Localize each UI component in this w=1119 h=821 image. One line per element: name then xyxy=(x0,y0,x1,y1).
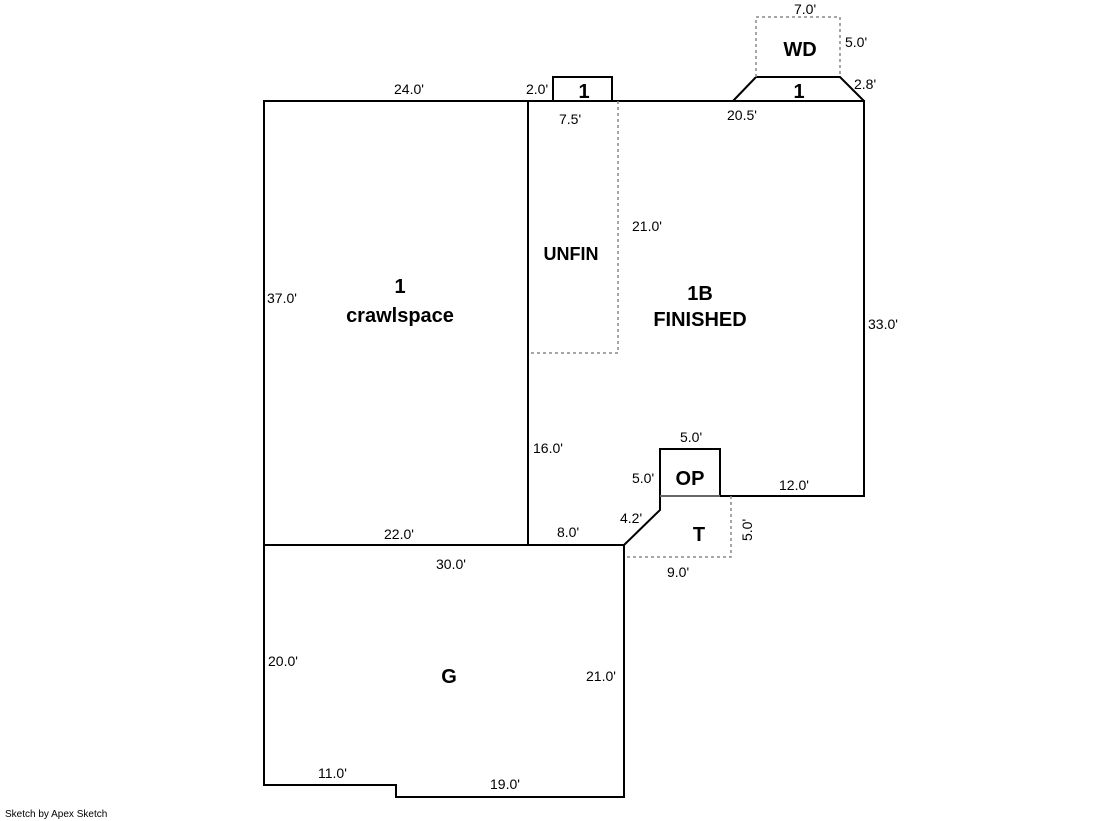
top-bump-area xyxy=(552,76,613,101)
sketch-credit: Sketch by Apex Sketch xyxy=(5,809,108,820)
t-area xyxy=(624,496,732,558)
t-label: T xyxy=(693,524,705,546)
dim-garage-right: 21.0' xyxy=(586,668,616,684)
dim-t-depth: 5.0' xyxy=(739,519,755,541)
dim-wd-width: 7.0' xyxy=(794,1,816,17)
dim-t-width: 9.0' xyxy=(667,564,689,580)
dim-op-depth: 5.0' xyxy=(632,470,654,486)
finished-area xyxy=(528,100,865,546)
dim-unfin-depth: 21.0' xyxy=(632,218,662,234)
dim-op-width: 5.0' xyxy=(680,429,702,445)
dim-top-left: 24.0' xyxy=(394,81,424,97)
dim-garage-top: 30.0' xyxy=(436,556,466,572)
garage-area xyxy=(263,544,625,798)
dim-chamfer: 4.2' xyxy=(620,510,642,526)
unfin-area xyxy=(528,101,619,354)
dim-finished-top: 20.5' xyxy=(727,107,757,123)
dim-wd-depth: 5.0' xyxy=(845,34,867,50)
crawlspace-label-2: crawlspace xyxy=(346,305,454,327)
dim-left-side: 37.0' xyxy=(267,290,297,306)
dim-finished-lower-left: 16.0' xyxy=(533,440,563,456)
garage-label: G xyxy=(441,666,457,688)
op-label: OP xyxy=(676,468,705,490)
dim-garage-bottom-left: 11.0' xyxy=(318,765,347,781)
finished-label-1: 1B xyxy=(687,283,713,305)
dim-bump-side: 2.0' xyxy=(526,81,548,97)
dim-garage-left: 20.0' xyxy=(268,653,298,669)
unfin-label: UNFIN xyxy=(544,244,599,264)
right-bump-label: 1 xyxy=(793,81,804,103)
dim-garage-bottom-right: 19.0' xyxy=(490,776,520,792)
crawlspace-label-1: 1 xyxy=(394,276,405,298)
dim-crawl-bottom: 22.0' xyxy=(384,526,414,542)
right-bump-area xyxy=(732,76,865,102)
dim-unfin-width: 7.5' xyxy=(559,111,581,127)
dim-finished-bottom: 12.0' xyxy=(779,477,809,493)
dim-right-side: 33.0' xyxy=(868,316,898,332)
top-bump-label: 1 xyxy=(578,81,589,103)
dim-finished-bottom-left: 8.0' xyxy=(557,524,579,540)
finished-label-2: FINISHED xyxy=(653,309,746,331)
wd-area xyxy=(755,16,841,77)
wd-label: WD xyxy=(783,39,816,61)
dim-right-bump-side: 2.8' xyxy=(854,76,876,92)
